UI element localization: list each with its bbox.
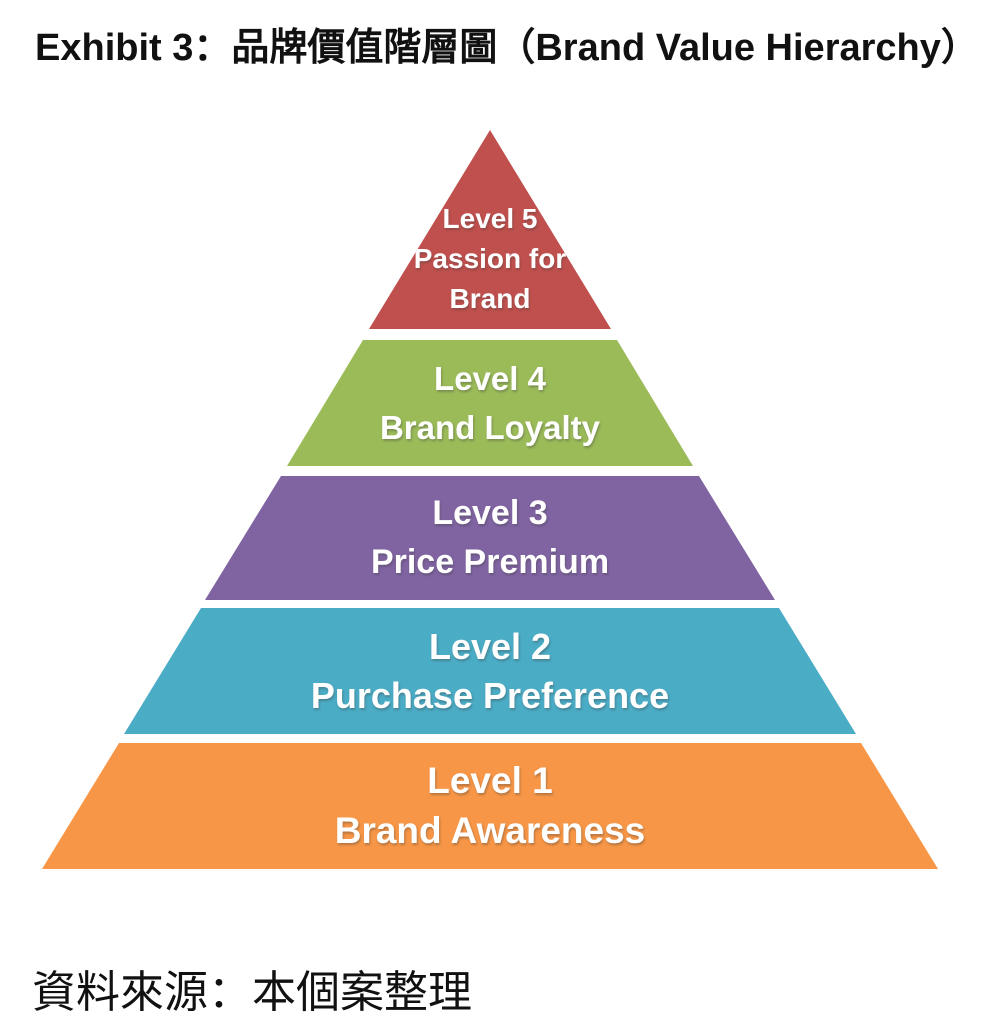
level-1-name-label: Brand Awareness: [334, 810, 646, 851]
level-5-name-line-1: Passion for: [413, 243, 567, 274]
level-4-name-label: Brand Loyalty: [379, 409, 601, 446]
level-5-name-line-2: Brand: [449, 283, 531, 314]
level-3-name-label: Price Premium: [370, 543, 610, 581]
pyramid-level-3-price-premium: Level 3 Price Premium: [205, 476, 775, 600]
level-4-number-label: Level 4: [434, 360, 546, 397]
level-3-number-label: Level 3: [432, 494, 548, 532]
level-2-number-label: Level 2: [428, 626, 552, 667]
level-1-number-label: Level 1: [427, 760, 553, 801]
page-title: Exhibit 3：品牌價值階層圖（Brand Value Hierarchy）: [35, 27, 979, 69]
source-note: 資料來源：本個案整理: [32, 968, 472, 1017]
pyramid-level-2-purchase-preference: Level 2 Purchase Preference: [124, 608, 856, 734]
pyramid-level-1-brand-awareness: Level 1 Brand Awareness: [42, 743, 938, 869]
pyramid-level-5-passion-for-brand: Level 5 Passion for Brand: [369, 130, 611, 329]
level-5-number-label: Level 5: [442, 203, 538, 234]
pyramid-level-4-brand-loyalty: Level 4 Brand Loyalty: [287, 340, 693, 466]
level-2-name-label: Purchase Preference: [310, 675, 670, 716]
